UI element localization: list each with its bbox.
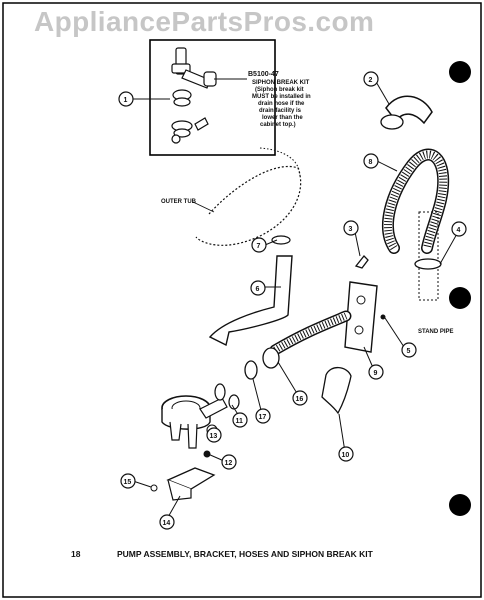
callout-11: 11 <box>236 418 244 425</box>
rigid-hose-part-6 <box>208 255 293 347</box>
callout-9: 9 <box>374 370 378 377</box>
elbow-hose-end <box>380 114 404 130</box>
callout-10: 10 <box>342 452 350 459</box>
binder-hole-bottom <box>449 494 471 516</box>
cover-part-10 <box>321 366 352 415</box>
callout-4: 4 <box>457 227 461 234</box>
callout-16: 16 <box>296 396 304 403</box>
callout-12: 12 <box>225 460 233 467</box>
screw-part-5 <box>380 314 386 320</box>
siphon-kit-box <box>149 39 276 156</box>
outer-tub-outline <box>195 166 302 246</box>
kit-line-5: drain facility is <box>259 108 302 114</box>
outer-tub-label: OUTER TUB <box>161 199 197 205</box>
binder-hole-middle <box>449 287 471 309</box>
kit-line-7: cabinet top.) <box>260 122 296 128</box>
callout-3: 3 <box>349 226 353 233</box>
stand-pipe <box>418 211 439 301</box>
kit-line-1: SIPHON BREAK KIT <box>252 80 310 86</box>
diagram-caption: PUMP ASSEMBLY, BRACKET, HOSES AND SIPHON… <box>117 549 373 559</box>
page-number: 18 <box>71 549 81 559</box>
callout-8: 8 <box>369 159 373 166</box>
callout-14: 14 <box>163 520 171 527</box>
kit-line-2: (Siphon break kit <box>255 87 304 93</box>
bracket-hole-top <box>356 295 366 305</box>
kit-code: B5100-47 <box>248 71 279 78</box>
callout-2: 2 <box>369 77 373 84</box>
callout-5: 5 <box>407 348 411 355</box>
siphon-kit-parts <box>171 47 217 144</box>
stand-pipe-label: STAND PIPE <box>418 329 454 335</box>
bracket-hole-bottom <box>354 325 364 335</box>
drain-hose-part-8-ribs <box>384 150 448 251</box>
kit-line-6: lower than the <box>262 115 303 121</box>
outer-tub-leader <box>192 201 215 213</box>
callout-leaders <box>132 79 459 520</box>
binder-hole-top <box>449 61 471 83</box>
clamp-part-4 <box>414 258 442 270</box>
callout-7: 7 <box>257 243 261 250</box>
clip-part-3 <box>354 255 369 269</box>
callout-13: 13 <box>210 433 218 440</box>
callout-1: 1 <box>124 97 128 104</box>
pump-assembly <box>161 383 240 458</box>
outer-tub-upper <box>259 147 301 178</box>
pump-bracket-side <box>167 479 192 501</box>
kit-line-4: drain hose if the <box>258 101 305 107</box>
callout-17: 17 <box>259 414 267 421</box>
hose-coupling-part-16 <box>262 347 280 369</box>
bracket-part-9 <box>344 281 378 353</box>
hose-clamp-part-17 <box>244 360 258 380</box>
kit-line-3: MUST be installed in <box>252 94 311 100</box>
connect-hose-ribs <box>273 312 348 354</box>
screw-part-15 <box>150 484 158 492</box>
callout-circles <box>118 71 467 530</box>
clamp-part-7 <box>271 235 291 245</box>
callout-15: 15 <box>124 479 132 486</box>
callout-6: 6 <box>256 286 260 293</box>
